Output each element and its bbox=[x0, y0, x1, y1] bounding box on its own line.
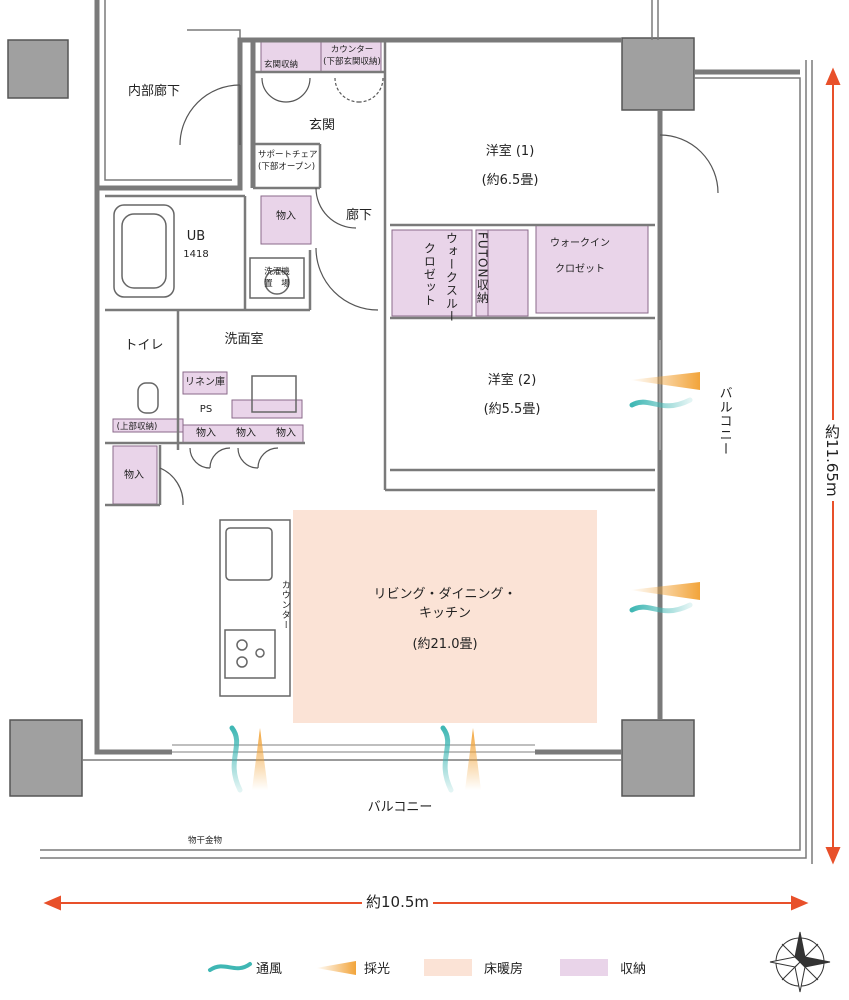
fixtures bbox=[113, 204, 305, 414]
label-washer: 洗濯機 bbox=[264, 266, 290, 277]
label-ps: PS bbox=[199, 404, 213, 415]
label-toilet: トイレ bbox=[124, 338, 164, 354]
label-drying-rack: 物干金物 bbox=[187, 835, 223, 846]
label-entrance-storage: 玄関収納 bbox=[264, 60, 299, 70]
compass-icon bbox=[769, 931, 831, 993]
label-linen: リネン庫 bbox=[185, 377, 225, 388]
label-support-chair: サポートチェア bbox=[258, 150, 318, 160]
light-arrows bbox=[252, 372, 700, 790]
label-western1-size: (約6.5畳) bbox=[481, 173, 539, 189]
storage-areas bbox=[112, 41, 649, 505]
label-walk-through-sub: クロゼット bbox=[422, 242, 437, 307]
label-entrance: 玄関 bbox=[308, 118, 336, 134]
label-walk-in: ウォークイン bbox=[550, 238, 610, 249]
legend-wind-label: 通風 bbox=[256, 962, 283, 977]
dimension-width: 約10.5m bbox=[362, 895, 434, 910]
structural-columns bbox=[7, 37, 695, 797]
label-closet-hall: 物入 bbox=[276, 211, 296, 222]
label-balcony-bottom: バルコニー bbox=[367, 800, 433, 816]
legend-swatches bbox=[208, 959, 608, 976]
label-counter-top-sub: (下部玄関収納) bbox=[323, 56, 381, 67]
label-futon: FUTON収納 bbox=[475, 232, 490, 305]
label-ldk-line1: リビング・ダイニング・ bbox=[373, 587, 517, 603]
floor-heating-area bbox=[293, 510, 597, 723]
label-closet-c: 物入 bbox=[276, 428, 296, 439]
wind-arrows bbox=[229, 397, 693, 793]
doors bbox=[159, 77, 719, 506]
label-walk-through: ウォークスルー bbox=[444, 232, 459, 323]
label-ub: UB bbox=[186, 229, 206, 245]
label-washer-sub: 置 場 bbox=[264, 278, 290, 289]
label-ldk-line2: キッチン bbox=[418, 606, 472, 622]
legend-floor-heating: 床暖房 bbox=[484, 958, 523, 977]
label-ub-size: 1418 bbox=[183, 249, 209, 260]
label-inner-corridor: 内部廊下 bbox=[128, 84, 181, 99]
label-closet-b: 物入 bbox=[236, 428, 256, 439]
label-ldk-size: (約21.0畳) bbox=[412, 637, 478, 653]
label-balcony-right: バルコニー bbox=[716, 386, 732, 456]
legend-storage: 収納 bbox=[620, 958, 646, 977]
interior-walls bbox=[105, 40, 655, 507]
legend-wind: 通風 bbox=[256, 958, 282, 977]
label-support-chair-sub: (下部オープン) bbox=[258, 162, 316, 172]
label-kitchen-counter: カウンター bbox=[279, 580, 290, 630]
label-hallway: 廊下 bbox=[345, 208, 373, 224]
label-washroom: 洗面室 bbox=[224, 332, 264, 348]
label-closet-d: 物入 bbox=[124, 470, 144, 481]
label-counter-top: カウンター bbox=[330, 44, 374, 55]
label-western1: 洋室 (1) bbox=[485, 144, 535, 160]
kitchen bbox=[219, 519, 291, 697]
legend-light-label: 採光 bbox=[364, 962, 391, 977]
legend-light: 採光 bbox=[364, 958, 390, 977]
label-upper-storage: (上部収納) bbox=[116, 421, 158, 432]
dimension-height: 約11.65m bbox=[823, 420, 841, 501]
legend-storage-label: 収納 bbox=[620, 962, 647, 977]
legend-floor-heating-label: 床暖房 bbox=[484, 962, 524, 977]
label-closet-a: 物入 bbox=[196, 428, 216, 439]
label-western2: 洋室 (2) bbox=[487, 373, 537, 389]
label-western2-size: (約5.5畳) bbox=[483, 402, 541, 418]
label-walk-in-sub: クロゼット bbox=[555, 264, 605, 275]
